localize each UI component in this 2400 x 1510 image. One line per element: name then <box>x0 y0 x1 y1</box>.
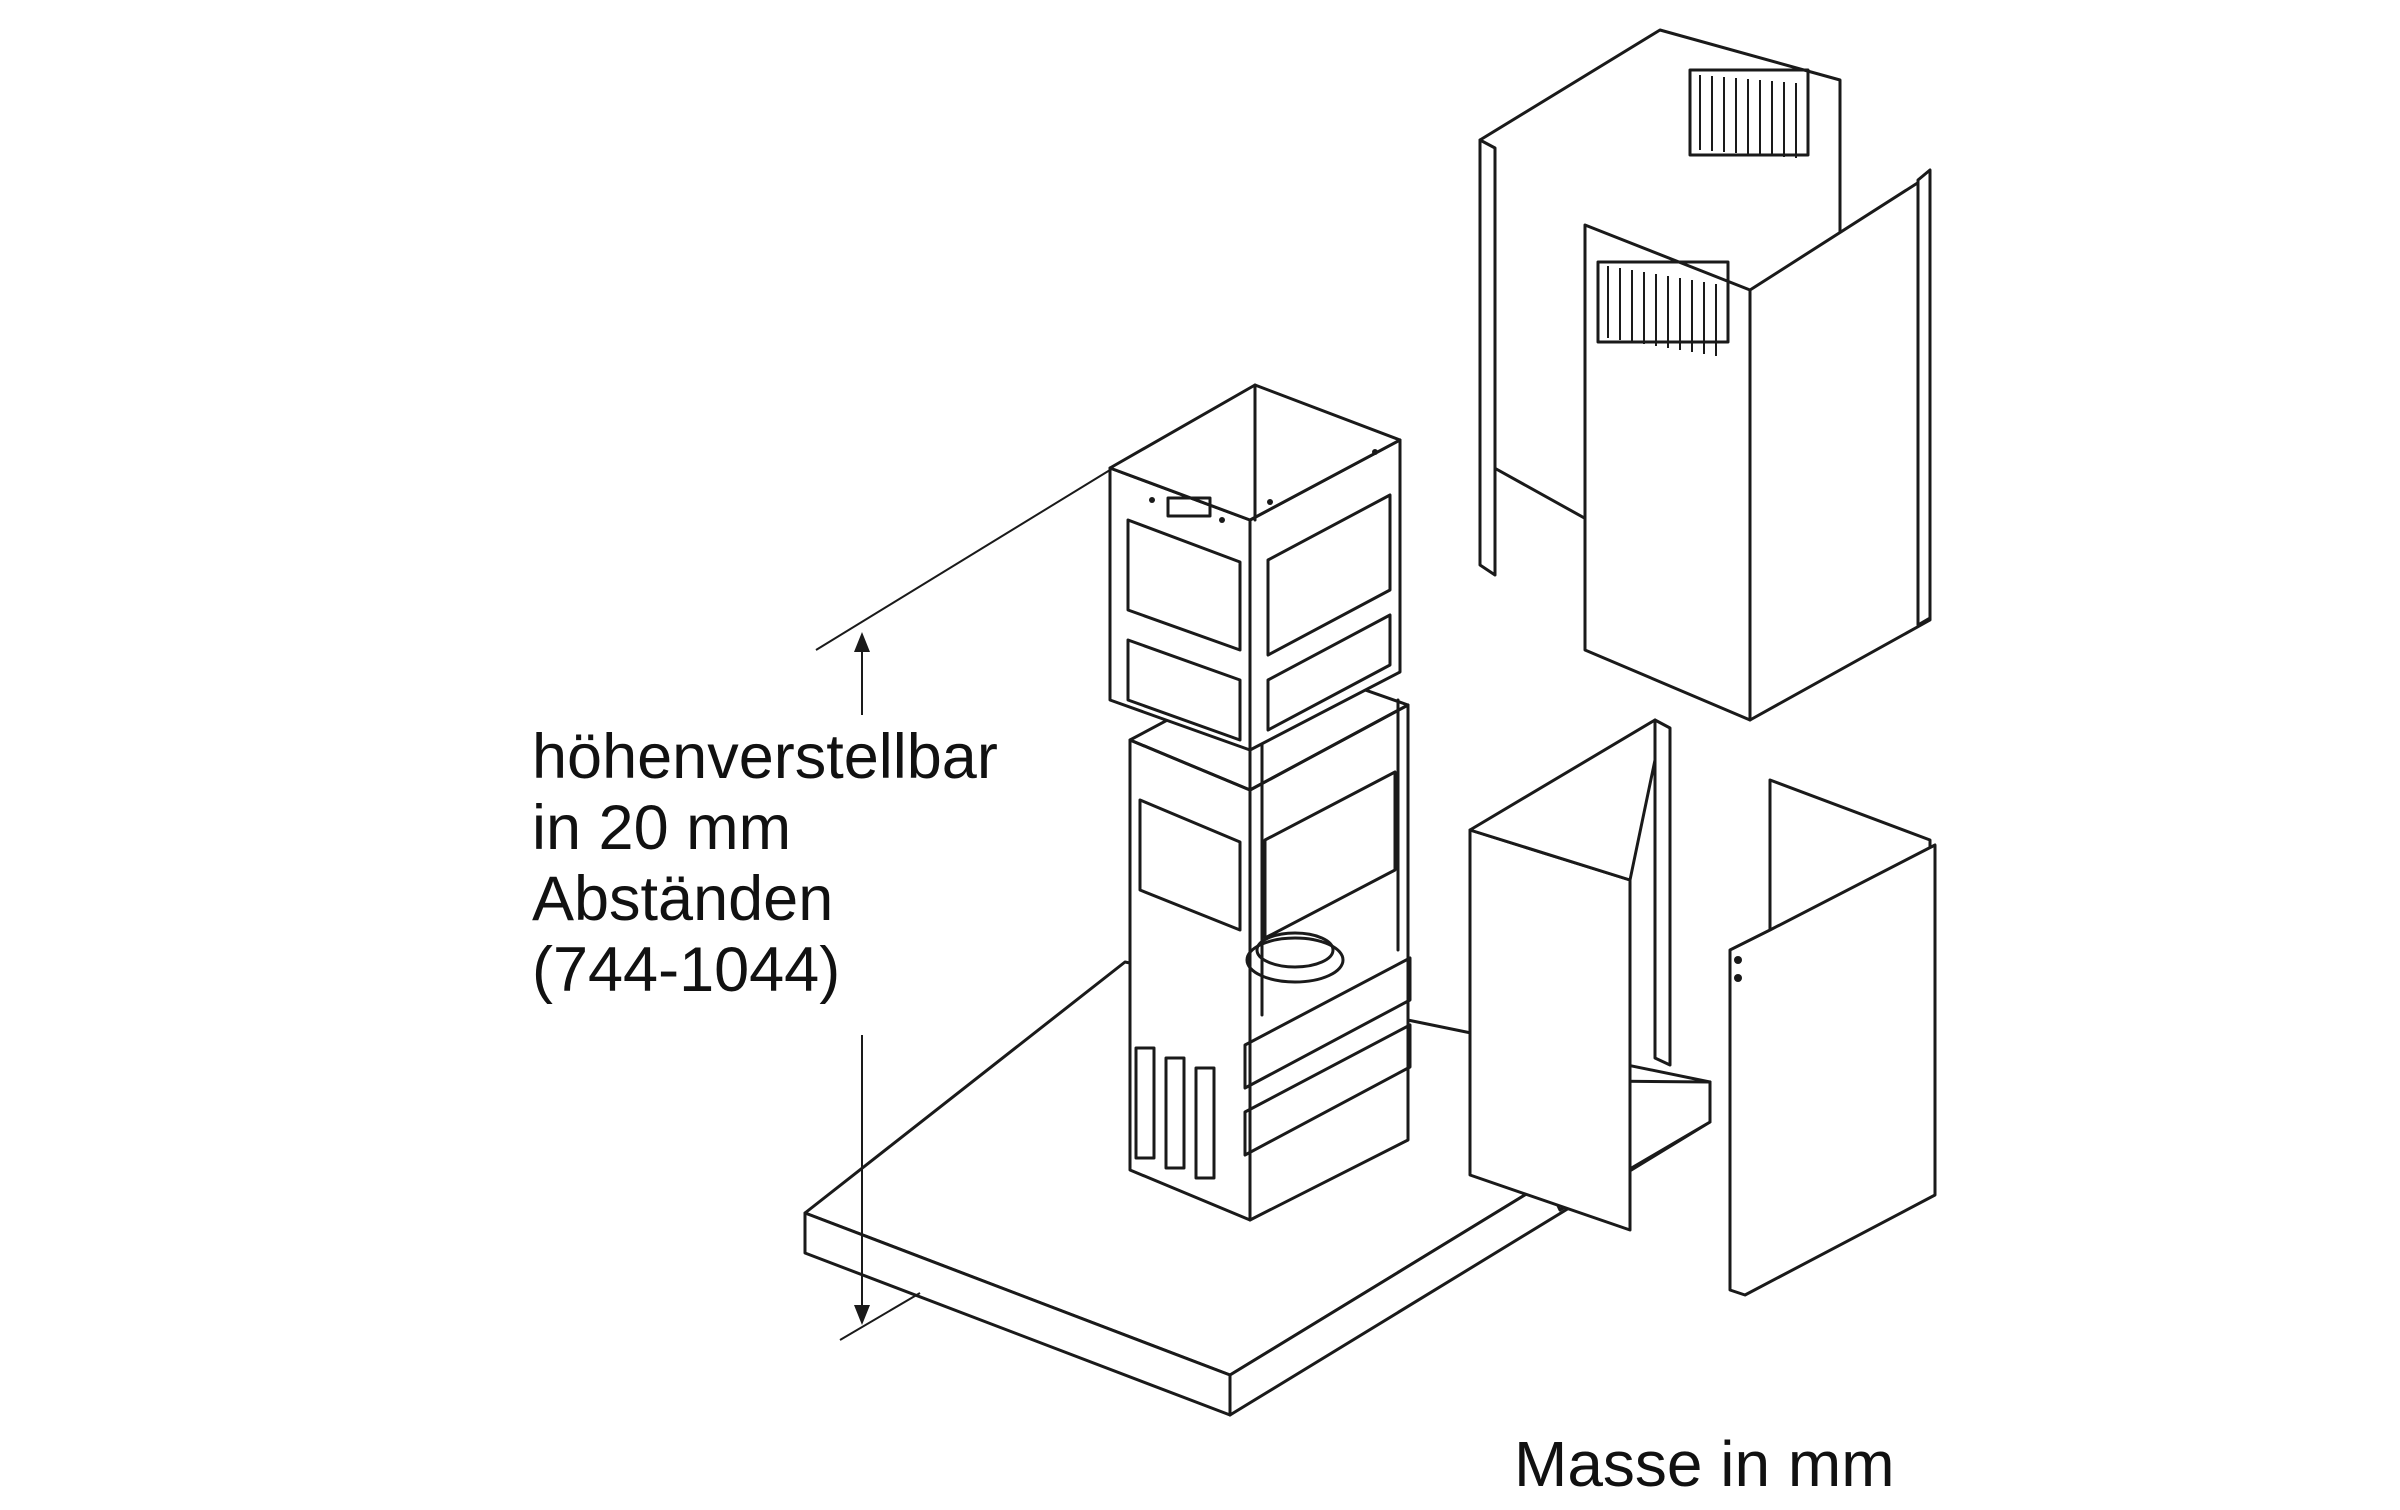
adjust-line-1: höhenverstellbar <box>532 722 998 792</box>
adjust-line-2: in 20 mm <box>532 793 792 863</box>
upper-frame <box>1108 383 1402 752</box>
upper-chimney-front-panel <box>1583 168 1932 722</box>
vent-grille-rear <box>1688 68 1810 158</box>
height-adjustment-note: höhenverstellbar in 20 mm Abständen (744… <box>532 722 998 1006</box>
height-dimension <box>815 469 1111 1341</box>
vent-grille-front <box>1596 260 1730 356</box>
lower-frame <box>1128 658 1412 1222</box>
units-note: Masse in mm <box>1514 1428 1895 1500</box>
lower-chimney-left-shell <box>1468 718 1672 1232</box>
lower-chimney-right-shell <box>1728 778 1937 1297</box>
adjust-line-4: (744-1044) <box>532 935 841 1005</box>
adjust-line-3: Abständen <box>532 864 834 934</box>
